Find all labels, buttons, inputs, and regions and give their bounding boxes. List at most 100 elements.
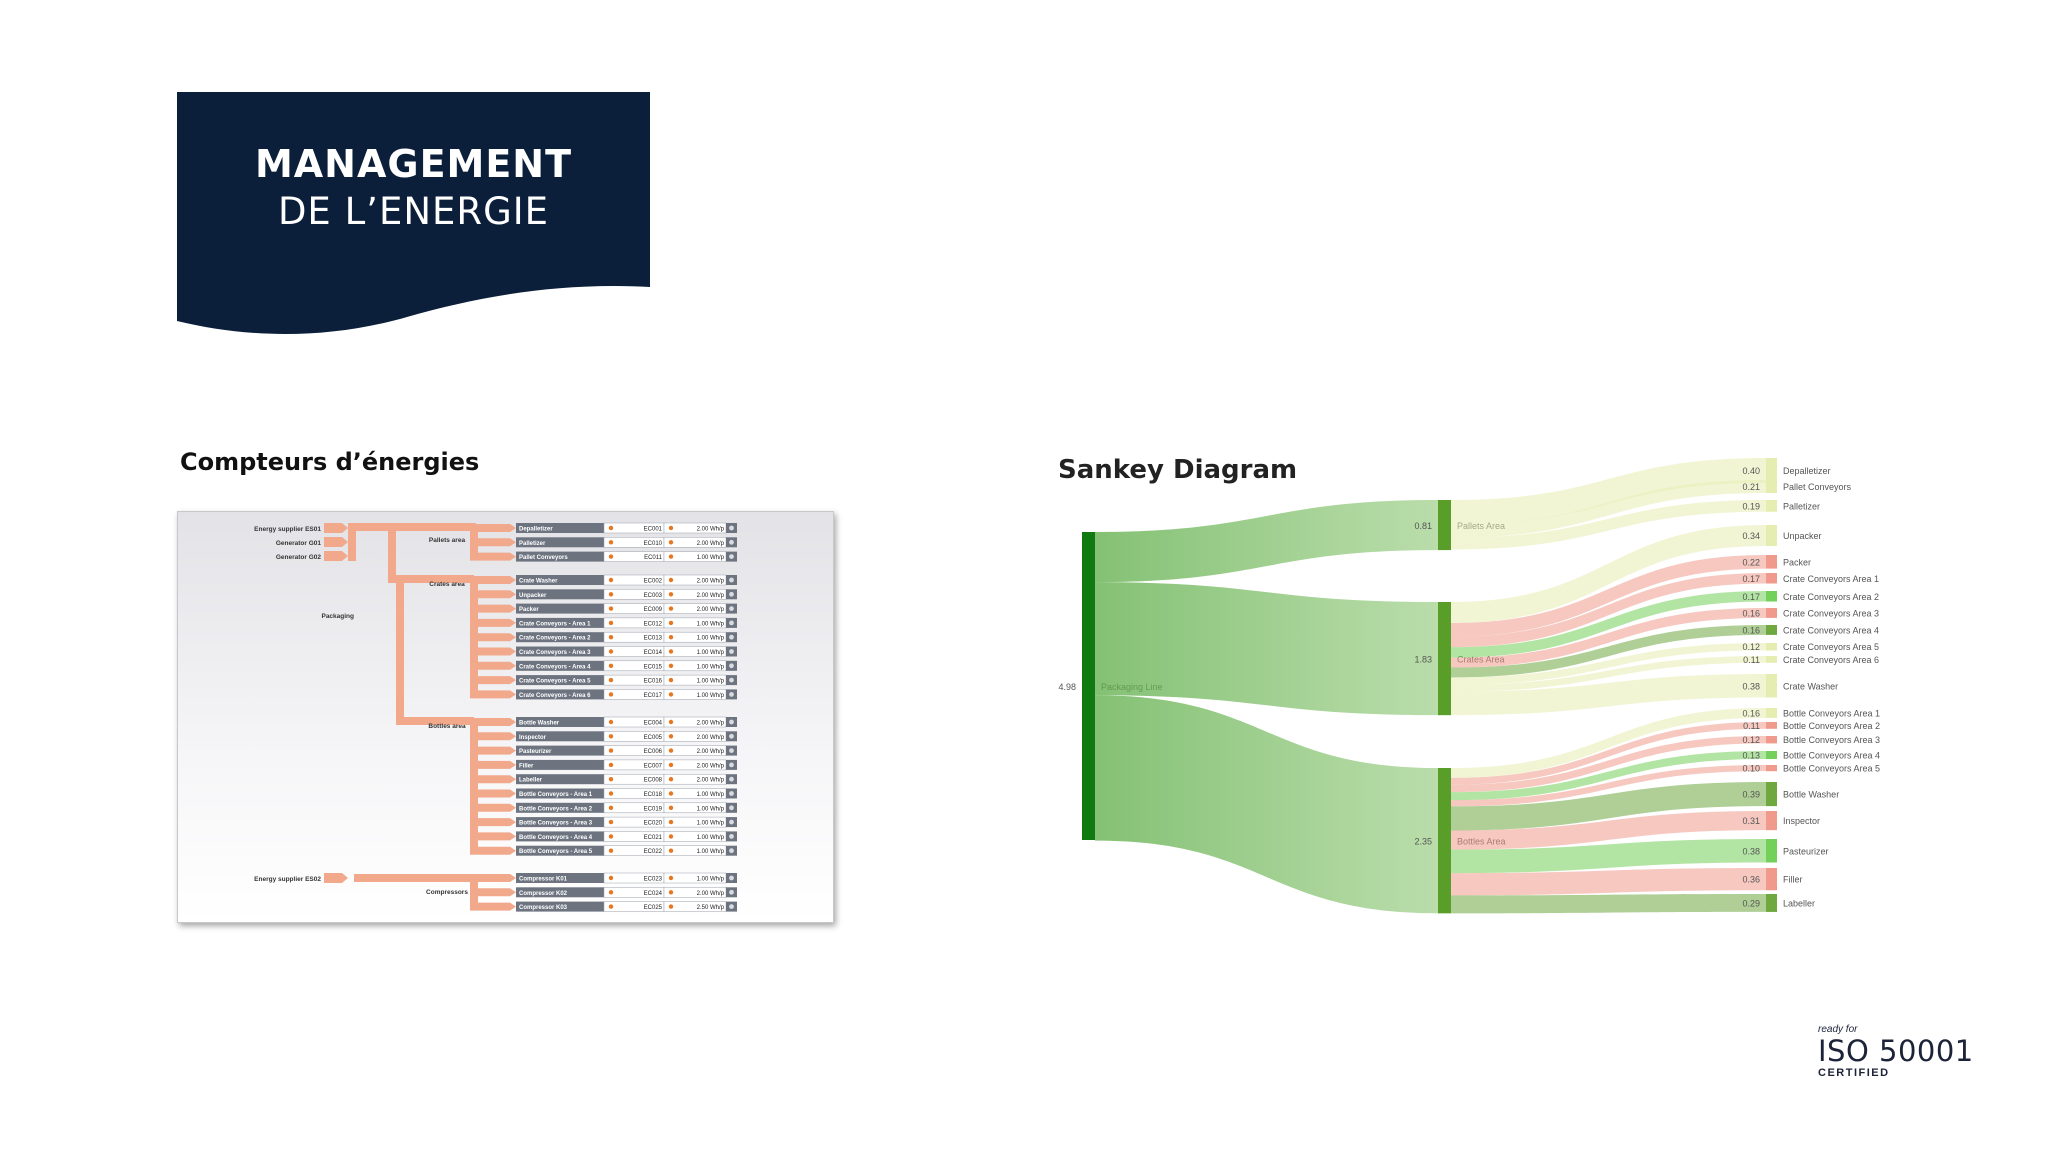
meter-info-icon: [729, 834, 734, 839]
sankey-diagram: 4.98Packaging Line0.81Pallets Area0.40De…: [1040, 450, 1980, 930]
meters-heading: Compteurs d’énergies: [180, 448, 480, 476]
meter-feed-arrow: [478, 618, 516, 627]
meter-status-icon: [608, 848, 614, 853]
meter-feed-arrow: [478, 647, 516, 656]
meter-status-icon: [608, 734, 614, 739]
meter-code: EC021: [644, 835, 663, 841]
meter-info-icon: [729, 762, 734, 768]
meter-value-icon: [668, 805, 674, 810]
sankey-leaf-value: 0.11: [1743, 721, 1760, 731]
sankey-leaf-value: 0.36: [1742, 875, 1760, 885]
meter-name-box: [516, 632, 604, 643]
meter-value-icon: [668, 904, 674, 909]
meter-code: EC017: [644, 693, 663, 699]
sankey-node-leaf: [1766, 751, 1777, 760]
meter-value: 2.00 Wh/p: [697, 763, 725, 769]
sankey-leaf-label: Crate Conveyors Area 1: [1783, 574, 1879, 584]
meter-name-box: [516, 589, 604, 600]
sankey-node-leaf: [1766, 708, 1777, 718]
meter-code: EC002: [644, 579, 663, 585]
meter-status-icon: [608, 635, 614, 640]
meter-value: 1.00 Wh/p: [697, 636, 725, 642]
meter-feed-arrow: [478, 552, 516, 561]
meter-code: EC019: [644, 806, 663, 812]
bus-to-tree: [356, 523, 396, 531]
meter-name-box: [516, 523, 604, 533]
meter-value-icon: [668, 834, 674, 839]
meter-name: Compressor K03: [519, 905, 568, 911]
sankey-leaf-value: 0.19: [1742, 501, 1760, 511]
sankey-link: [1451, 525, 1766, 624]
meter-value: 1.00 Wh/p: [697, 821, 725, 827]
sankey-link: [1095, 582, 1438, 716]
sankey-node-leaf: [1766, 839, 1777, 863]
meter-value: 2.00 Wh/p: [697, 721, 725, 727]
meter-name: Packer: [519, 607, 539, 613]
sankey-link: [1451, 555, 1766, 637]
sankey-leaf-value: 0.17: [1742, 574, 1760, 584]
meter-value: 2.00 Wh/p: [697, 527, 725, 533]
source-arrow: [324, 523, 348, 533]
meter-value: 1.00 Wh/p: [697, 849, 725, 855]
meter-feed-arrow: [478, 888, 516, 897]
sankey-link: [1451, 765, 1766, 807]
meter-feed-arrow: [478, 633, 516, 642]
sankey-leaf-label: Crate Washer: [1783, 681, 1838, 691]
meter-value: 1.00 Wh/p: [697, 650, 725, 656]
banner-title-line1: MANAGEMENT: [254, 142, 573, 186]
sankey-leaf-label: Crate Conveyors Area 3: [1783, 608, 1879, 618]
meter-name-box: [516, 788, 604, 799]
meter-code: EC016: [644, 679, 663, 685]
sankey-leaf-label: Crate Conveyors Area 6: [1783, 655, 1879, 665]
meter-name-box: [516, 802, 604, 813]
sankey-link: [1095, 500, 1438, 583]
sankey-link: [1451, 811, 1766, 850]
sankey-area-value: 0.81: [1414, 521, 1432, 531]
sankey-node-leaf: [1766, 525, 1777, 547]
meter-value-icon: [668, 762, 674, 768]
meter-code: EC012: [644, 621, 663, 627]
meter-value: 1.00 Wh/p: [697, 806, 725, 812]
meter-value: 2.00 Wh/p: [697, 541, 725, 547]
sankey-leaf-value: 0.38: [1742, 681, 1760, 691]
meter-status-icon: [608, 692, 614, 697]
sankey-node-leaf: [1766, 894, 1777, 912]
meter-name-box: [516, 887, 604, 898]
meter-value: 1.00 Wh/p: [697, 555, 725, 561]
meter-name: Pasteurizer: [519, 749, 552, 755]
sankey-link: [1451, 708, 1766, 778]
group-label: Compressors: [426, 889, 468, 896]
meter-value-icon: [668, 554, 674, 559]
meter-status-icon: [608, 748, 614, 753]
sankey-leaf-value: 0.29: [1742, 898, 1760, 908]
sankey-node-leaf: [1766, 674, 1777, 698]
meter-feed-arrow: [478, 832, 516, 841]
sankey-area-value: 1.83: [1414, 655, 1432, 665]
meter-value: 1.00 Wh/p: [697, 877, 725, 883]
meter-info-icon: [729, 776, 734, 782]
meter-name-box: [516, 717, 604, 727]
meter-feed-arrow: [478, 775, 516, 784]
meter-info-icon: [729, 649, 734, 654]
meter-code: EC018: [644, 792, 663, 798]
meter-info-icon: [729, 719, 734, 725]
sankey-link: [1451, 894, 1766, 914]
meter-source-label: Energy supplier ES02: [254, 876, 321, 883]
title-banner: MANAGEMENT DE L’ENERGIE: [177, 92, 650, 336]
meter-status-icon: [608, 620, 614, 626]
sankey-link: [1451, 782, 1766, 831]
meter-info-icon: [729, 875, 734, 881]
meter-code: EC014: [644, 650, 663, 656]
source-arrow: [324, 537, 348, 547]
meter-info-icon: [729, 634, 734, 640]
meter-value: 1.00 Wh/p: [697, 679, 725, 685]
meter-name: Crate Conveyors - Area 5: [519, 679, 591, 685]
meter-status-icon: [608, 819, 614, 825]
meter-feed-arrow: [478, 538, 516, 547]
sankey-link: [1451, 458, 1766, 525]
meter-status-icon: [608, 606, 614, 611]
sankey-node-leaf: [1766, 573, 1777, 584]
meter-status-icon: [608, 791, 614, 796]
sankey-link: [1451, 608, 1766, 668]
group-label: Bottles area: [428, 723, 466, 730]
